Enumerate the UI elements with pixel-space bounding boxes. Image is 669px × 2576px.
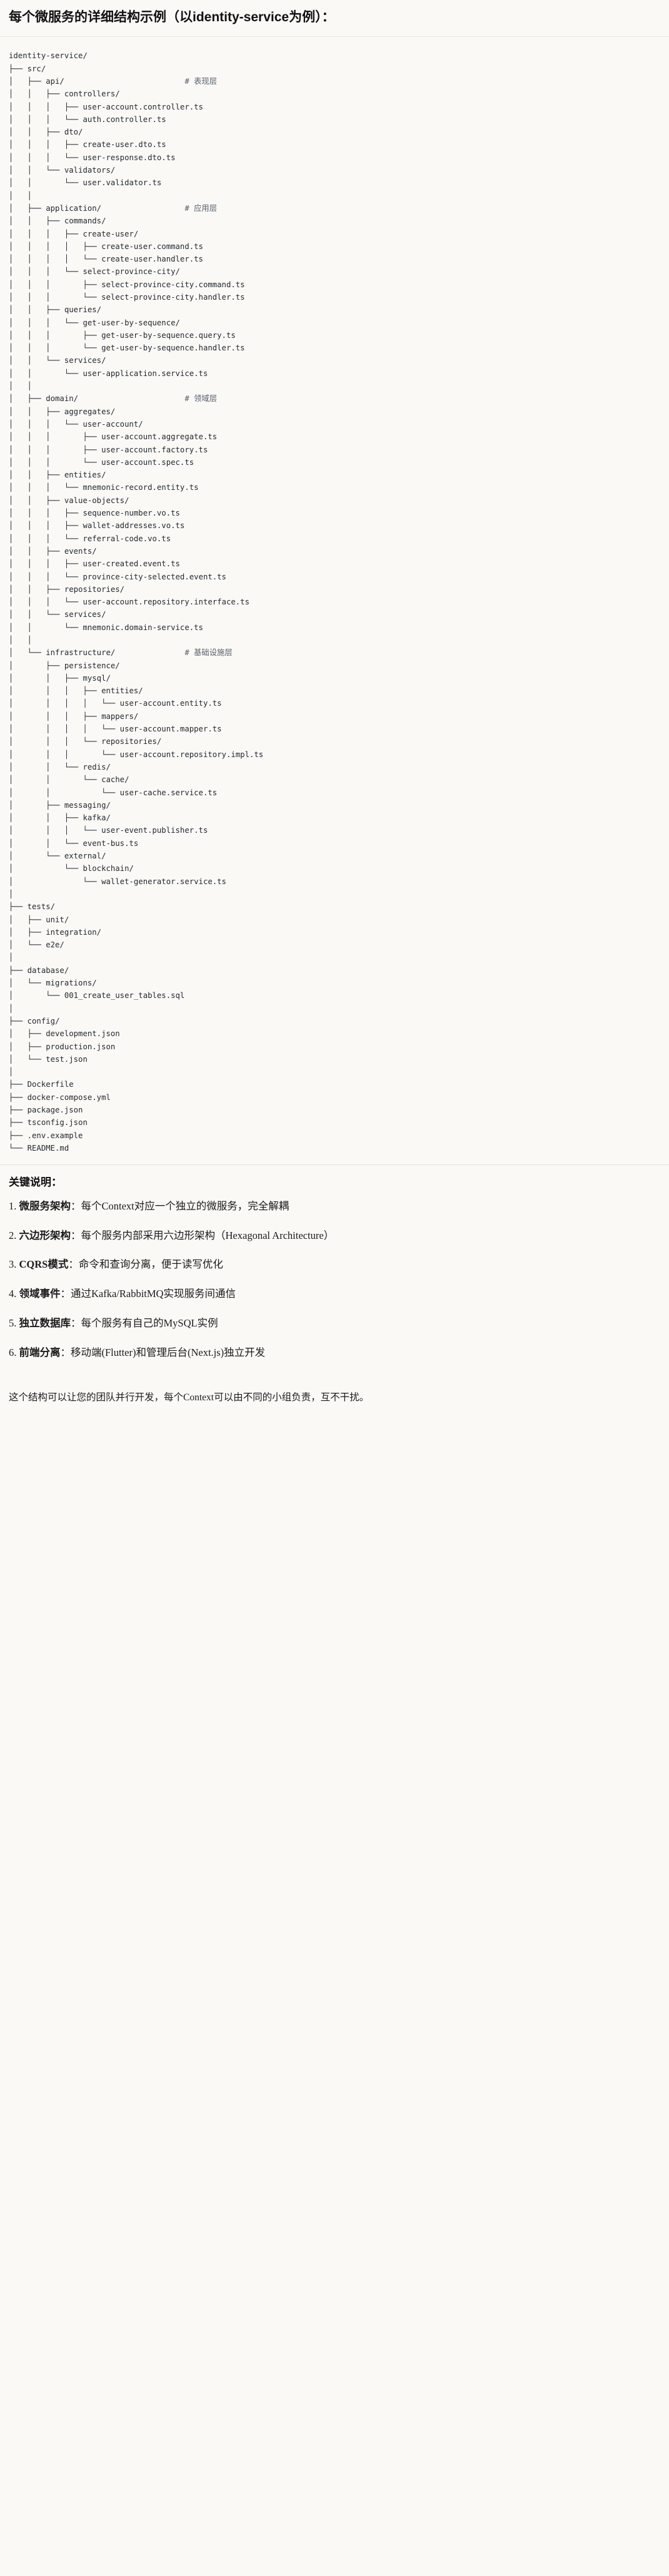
key-note-item: 4. 领域事件：通过Kafka/RabbitMQ实现服务间通信 — [9, 1286, 660, 1302]
tree-layer-comment: # 领域层 — [184, 394, 218, 404]
key-note-item: 5. 独立数据库：每个服务有自己的MySQL实例 — [9, 1316, 660, 1331]
page-title: 每个微服务的详细结构示例（以identity-service为例）： — [0, 0, 669, 38]
directory-tree-block: identity-service/ ├── src/ │ ├── api/ # … — [0, 37, 669, 1166]
key-note-separator: ： — [71, 1229, 81, 1241]
document-page: 每个微服务的详细结构示例（以identity-service为例）： ident… — [0, 0, 669, 1403]
closing-paragraph: 这个结构可以让您的团队并行开发，每个Context可以由不同的小组负责，互不干扰… — [9, 1392, 370, 1403]
key-notes-title: 关键说明： — [9, 1176, 62, 1189]
key-note-text: 每个服务内部采用六边形架构（Hexagonal Architecture） — [81, 1229, 334, 1241]
key-note-separator: ： — [60, 1288, 71, 1300]
key-note-text: 通过Kafka/RabbitMQ实现服务间通信 — [71, 1288, 236, 1300]
key-note-separator: ： — [68, 1258, 79, 1271]
key-note-number: 2. — [9, 1229, 19, 1241]
tree-layer-comment: # 基础设施层 — [184, 648, 233, 658]
key-note-text: 每个服务有自己的MySQL实例 — [81, 1316, 218, 1329]
key-note-term: CQRS模式 — [19, 1258, 69, 1271]
key-note-term: 领域事件 — [19, 1288, 61, 1300]
key-note-separator: ： — [71, 1316, 81, 1329]
key-note-text: 命令和查询分离，便于读写优化 — [78, 1258, 223, 1271]
directory-tree: identity-service/ ├── src/ │ ├── api/ # … — [9, 51, 264, 1153]
key-note-separator: ： — [60, 1346, 71, 1358]
key-note-number: 3. — [9, 1258, 19, 1271]
key-note-term: 六边形架构 — [19, 1229, 71, 1241]
key-note-number: 1. — [9, 1199, 19, 1212]
key-note-text: 每个Context对应一个独立的微服务，完全解耦 — [81, 1199, 289, 1212]
key-note-separator: ： — [71, 1199, 81, 1212]
key-note-item: 3. CQRS模式：命令和查询分离，便于读写优化 — [9, 1257, 660, 1273]
key-note-number: 5. — [9, 1316, 19, 1329]
tree-layer-comment: # 表现层 — [184, 76, 218, 86]
key-note-item: 1. 微服务架构：每个Context对应一个独立的微服务，完全解耦 — [9, 1199, 660, 1214]
tree-layer-comment: # 应用层 — [184, 203, 218, 213]
key-note-number: 4. — [9, 1288, 19, 1300]
key-note-term: 前端分离 — [19, 1346, 61, 1358]
key-note-term: 微服务架构 — [19, 1199, 71, 1212]
key-note-text: 移动端(Flutter)和管理后台(Next.js)独立开发 — [71, 1346, 266, 1358]
key-note-number: 6. — [9, 1346, 19, 1358]
key-note-term: 独立数据库 — [19, 1316, 71, 1329]
key-note-item: 6. 前端分离：移动端(Flutter)和管理后台(Next.js)独立开发 — [9, 1345, 660, 1361]
key-note-item: 2. 六边形架构：每个服务内部采用六边形架构（Hexagonal Archite… — [9, 1228, 660, 1244]
